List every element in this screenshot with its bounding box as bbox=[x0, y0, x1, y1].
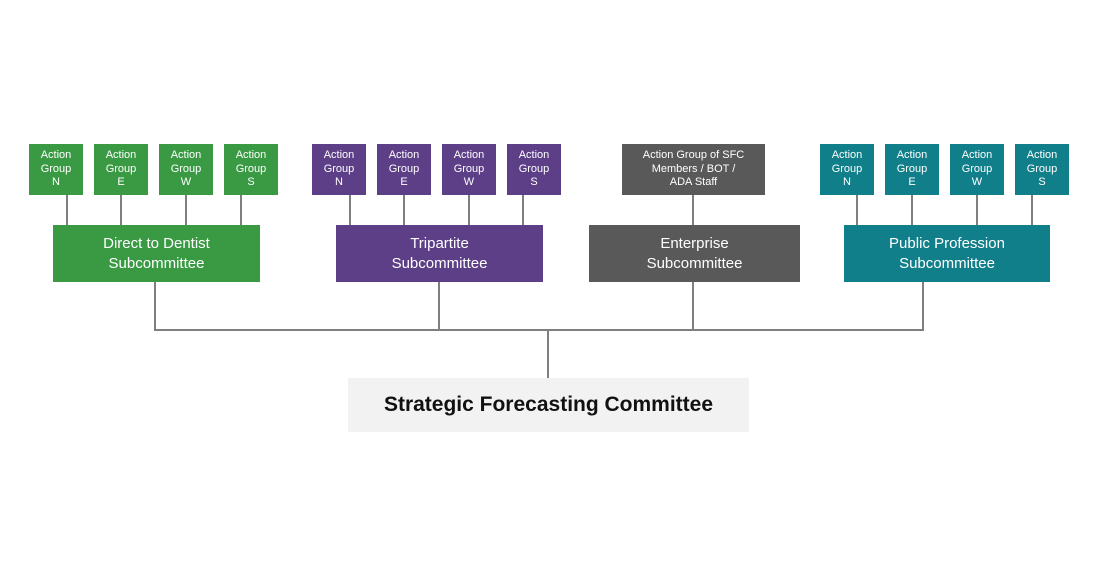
action-group-label: Group bbox=[323, 162, 355, 175]
action-group-label: N bbox=[843, 176, 851, 189]
action-group-label: Group bbox=[896, 162, 928, 175]
action-group-label: E bbox=[117, 176, 125, 189]
action-group-label: S bbox=[1038, 176, 1046, 189]
subcommittee-label-line1: Tripartite bbox=[410, 235, 469, 252]
action-group-label: Group bbox=[518, 162, 550, 175]
connector-line bbox=[240, 195, 242, 225]
connector-line bbox=[522, 195, 524, 225]
connector-line bbox=[976, 195, 978, 225]
action-group-label: Group bbox=[831, 162, 863, 175]
connector-line bbox=[468, 195, 470, 225]
connector-line bbox=[547, 330, 549, 378]
connector-line bbox=[185, 195, 187, 225]
action-group-label: Action bbox=[235, 149, 267, 162]
connector-line bbox=[403, 195, 405, 225]
action-group-label: Group bbox=[40, 162, 72, 175]
connector-line bbox=[349, 195, 351, 225]
connector-line bbox=[66, 195, 68, 225]
action-group-label: Group bbox=[453, 162, 485, 175]
action-group-label: Action bbox=[323, 149, 355, 162]
action-group-label: Group bbox=[105, 162, 137, 175]
action-group-label: E bbox=[908, 176, 916, 189]
action-group-label: Action bbox=[831, 149, 863, 162]
action-group-label: W bbox=[463, 176, 475, 189]
action-group-label: Action bbox=[1026, 149, 1058, 162]
action-group-label: Action bbox=[961, 149, 993, 162]
subcommittee-label-line1: Public Profession bbox=[889, 235, 1005, 252]
action-group-label: Action bbox=[105, 149, 137, 162]
action-group-label: Action bbox=[453, 149, 485, 162]
action-group-label: ADA Staff bbox=[669, 176, 718, 189]
action-group-label: Group bbox=[388, 162, 420, 175]
subcommittee-label-line2: Subcommittee bbox=[646, 254, 743, 272]
action-group-label: N bbox=[335, 176, 343, 189]
action-group-label: Action bbox=[40, 149, 72, 162]
connector-line bbox=[154, 329, 924, 331]
connector-line bbox=[154, 282, 156, 330]
connector-line bbox=[120, 195, 122, 225]
subcommittee-label-line1: Direct to Dentist bbox=[103, 235, 210, 252]
action-group-label: Group bbox=[1026, 162, 1058, 175]
subcommittee-label-line2: Subcommittee bbox=[899, 254, 995, 272]
action-group-label: S bbox=[247, 176, 255, 189]
action-group-label: N bbox=[52, 176, 60, 189]
strategic-forecasting-committee-box: Strategic Forecasting Committee bbox=[348, 378, 749, 432]
action-group-label: Action bbox=[896, 149, 928, 162]
action-group-label: Action Group of SFC bbox=[642, 149, 745, 162]
connector-line bbox=[692, 282, 694, 330]
action-group-label: W bbox=[971, 176, 983, 189]
connector-line bbox=[1031, 195, 1033, 225]
connector-line bbox=[856, 195, 858, 225]
action-group-label: Group bbox=[235, 162, 267, 175]
connector-line bbox=[692, 195, 694, 225]
action-group-label: Group bbox=[961, 162, 993, 175]
connector-line bbox=[922, 282, 924, 330]
subcommittee-label-line1: Enterprise bbox=[660, 235, 729, 252]
action-group-label: Action bbox=[388, 149, 420, 162]
action-group-label: Members / BOT / bbox=[651, 162, 736, 175]
connector-line bbox=[438, 282, 440, 330]
action-group-label: E bbox=[400, 176, 408, 189]
action-group-label: Action bbox=[170, 149, 202, 162]
connector-line bbox=[911, 195, 913, 225]
action-group-label: Group bbox=[170, 162, 202, 175]
subcommittee-label-line2: Subcommittee bbox=[108, 254, 205, 272]
subcommittee-label-line2: Subcommittee bbox=[391, 254, 488, 272]
action-group-label: Action bbox=[518, 149, 550, 162]
action-group-label: S bbox=[530, 176, 538, 189]
root-label: Strategic Forecasting Committee bbox=[383, 393, 714, 416]
action-group-label: W bbox=[180, 176, 192, 189]
